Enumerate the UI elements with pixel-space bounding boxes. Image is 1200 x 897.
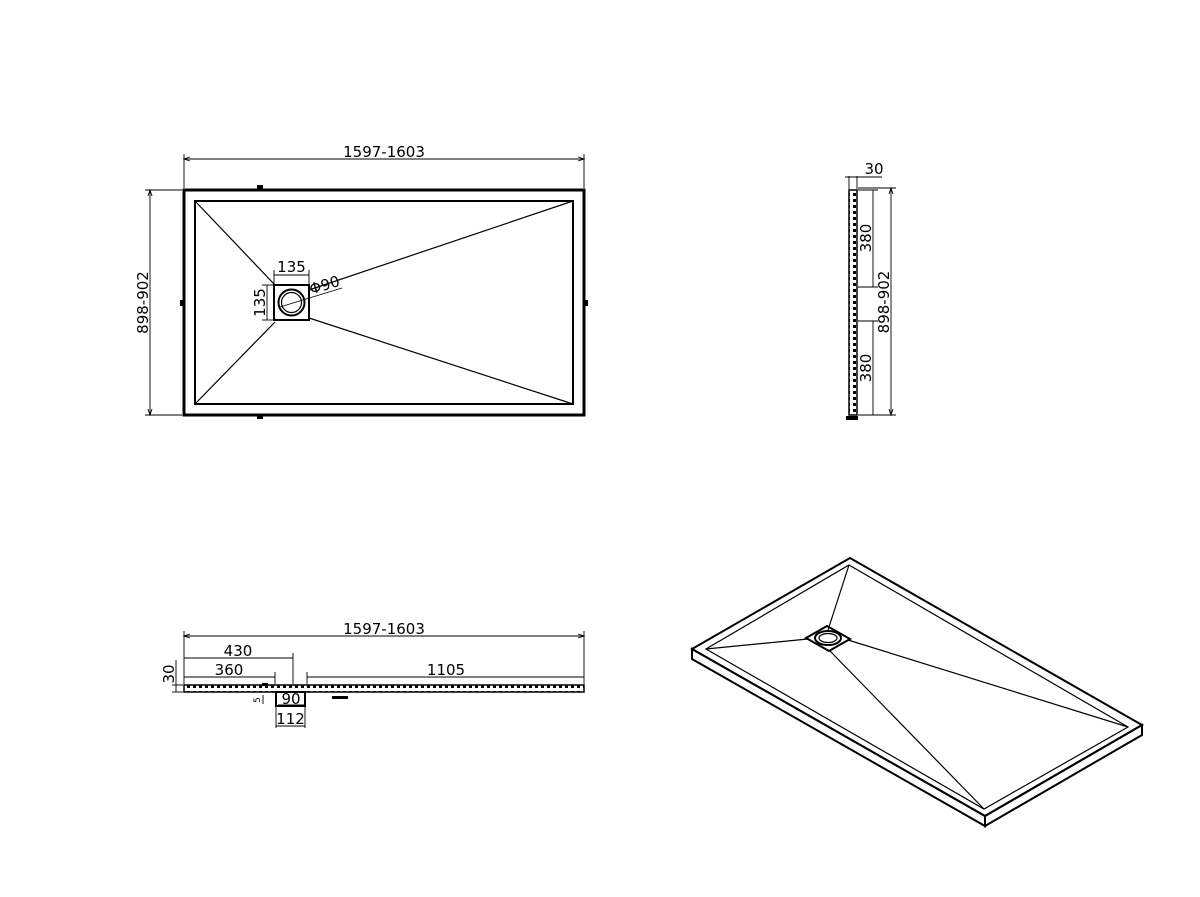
top-depth-dimension: 898-902 [134,188,182,417]
drain-width-dimension: 135 [273,258,310,284]
drain-circle-outer [277,288,306,317]
iso-right-face [984,723,1143,828]
drain-height-dimension: 135 [251,284,273,321]
front-width-dimension: 1597-1603 [182,620,586,684]
front-112-label: 112 [276,710,305,728]
front-height-label: 30 [160,664,178,683]
top-width-label: 1597-1603 [343,143,425,161]
front-112-dimension: 112 [275,706,306,728]
front-small-dimension: 5 [253,695,264,704]
drain-circle-inner [280,291,303,314]
front-width-label: 1597-1603 [343,620,425,638]
front-drain-section [275,691,306,707]
top-depth-label: 898-902 [134,271,152,334]
side-thickness-label: 30 [864,160,883,178]
front-view: 1597-1603 430 360 1105 30 [160,620,586,728]
side-lower-label: 380 [857,354,875,383]
slope-lines [194,200,574,405]
front-small-label: 5 [253,697,263,703]
edge-marks [180,185,588,419]
drain [273,284,310,321]
side-view: 30 380 380 898-902 [845,160,896,420]
side-depth-dimension: 898-902 [858,186,896,417]
front-360-label: 360 [215,661,244,679]
front-1105-label: 1105 [427,661,465,679]
tray-inner-edge [194,200,574,405]
top-view: 1597-1603 898-902 135 135 Φ90 [134,143,588,419]
front-profile [183,684,585,693]
drain-height-label: 135 [251,288,269,317]
front-90-label: 90 [281,690,300,708]
top-width-dimension: 1597-1603 [182,143,586,188]
front-360-dimension: 360 [184,661,276,684]
tray-outer-edge [182,188,586,417]
front-430-label: 430 [224,642,253,660]
drain-diameter-label: Φ90 [307,272,342,298]
front-430-dimension: 430 [184,642,294,684]
drain-square [273,284,310,321]
side-depth-label: 898-902 [875,271,893,334]
iso-front-face [691,647,986,828]
iso-drain [803,624,853,653]
side-upper-label: 380 [857,224,875,253]
iso-slope-lines [705,564,1129,810]
isometric-view [689,556,1145,828]
iso-inner-edge [704,564,1130,810]
front-90-dimension: 90 [278,690,304,708]
front-1105-dimension: 1105 [306,661,584,684]
drain-width-label: 135 [277,258,306,276]
side-profile [848,189,858,416]
front-height-dimension: 30 [160,660,183,693]
